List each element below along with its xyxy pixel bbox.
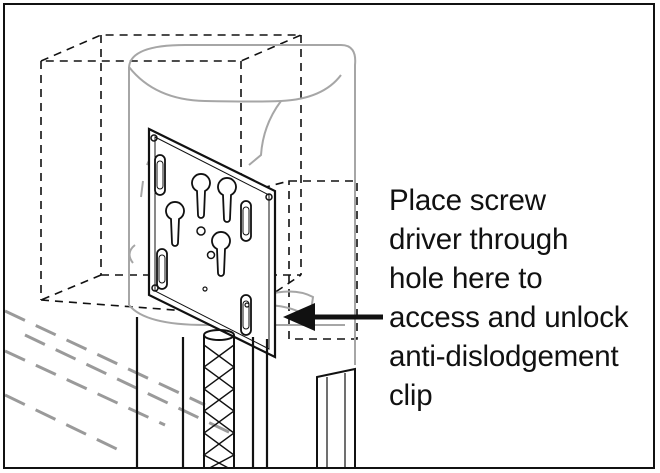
callout-line: clip	[389, 379, 433, 412]
mount-pole	[135, 317, 356, 467]
mounting-plate	[147, 127, 277, 359]
callout-line: access and unlock	[389, 301, 629, 334]
callout-line: driver through	[389, 223, 569, 256]
diagram-frame: Place screw driver through hole here to …	[3, 3, 655, 469]
instruction-callout: Place screw driver through hole here to …	[389, 181, 651, 415]
lattice-pole	[202, 329, 236, 467]
mount-illustration	[5, 34, 383, 467]
callout-line: hole here to	[389, 262, 543, 295]
pointer-arrow	[283, 303, 383, 331]
wall-dashed-lines	[5, 309, 236, 455]
callout-line: anti-dislodgement	[389, 340, 619, 373]
callout-line: Place screw	[389, 184, 546, 217]
